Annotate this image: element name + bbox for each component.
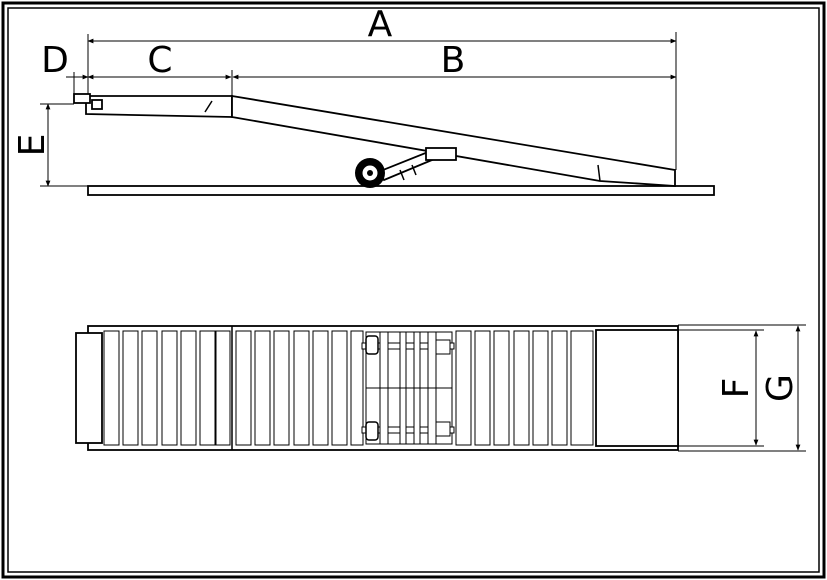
undercarriage-bar-top	[361, 342, 455, 350]
slat	[570, 330, 594, 446]
slat	[293, 330, 310, 446]
support-leg	[376, 150, 434, 182]
deck-flat-section	[85, 95, 233, 118]
leg-brace	[399, 169, 405, 181]
ramp-joint	[597, 164, 601, 182]
leg-brace-2	[411, 164, 417, 176]
leg-pad-upper	[435, 339, 451, 355]
dim-label-a: A	[368, 4, 393, 45]
slat	[493, 330, 510, 446]
dim-label-d: D	[41, 40, 69, 81]
slat	[199, 330, 216, 446]
slat	[513, 330, 530, 446]
dim-label-b: B	[441, 40, 466, 81]
slat	[254, 330, 271, 446]
leg-bracket	[425, 147, 457, 161]
slat	[141, 330, 158, 446]
top-undercarriage	[361, 331, 455, 445]
top-view-dimensions: F G	[678, 324, 806, 452]
ground-plate	[87, 185, 715, 196]
slat	[551, 330, 568, 446]
wheel-hub	[367, 170, 373, 176]
ramp-sloped-section	[231, 94, 676, 187]
slat	[235, 330, 252, 446]
slat	[180, 330, 197, 446]
slat	[103, 330, 120, 446]
side-view	[73, 93, 715, 196]
slat	[273, 330, 290, 446]
slat	[122, 330, 139, 446]
wheel-top-upper	[365, 335, 379, 355]
dim-label-f: F	[716, 378, 757, 399]
drawing-inner-frame	[7, 7, 820, 573]
slat	[532, 330, 549, 446]
slat	[331, 330, 348, 446]
top-slats	[103, 330, 594, 446]
slat	[350, 330, 364, 446]
lip-hinge	[91, 99, 103, 110]
top-rear-plate	[595, 329, 679, 447]
deck-mark	[204, 100, 213, 113]
slat	[474, 330, 491, 446]
dim-label-g: G	[760, 374, 801, 402]
top-view	[75, 325, 679, 451]
leg-pad-lower	[435, 421, 451, 437]
slat	[455, 330, 472, 446]
front-lip	[73, 93, 91, 104]
undercarriage-bar-bottom	[361, 426, 455, 434]
slat	[161, 330, 178, 446]
side-view-dimensions: A C B D E	[12, 4, 677, 187]
top-front-lip	[75, 332, 103, 444]
dim-label-c: C	[147, 40, 172, 81]
dim-label-e: E	[12, 134, 53, 157]
wheel-top-lower	[365, 421, 379, 441]
slat	[312, 330, 329, 446]
slat	[215, 330, 231, 446]
